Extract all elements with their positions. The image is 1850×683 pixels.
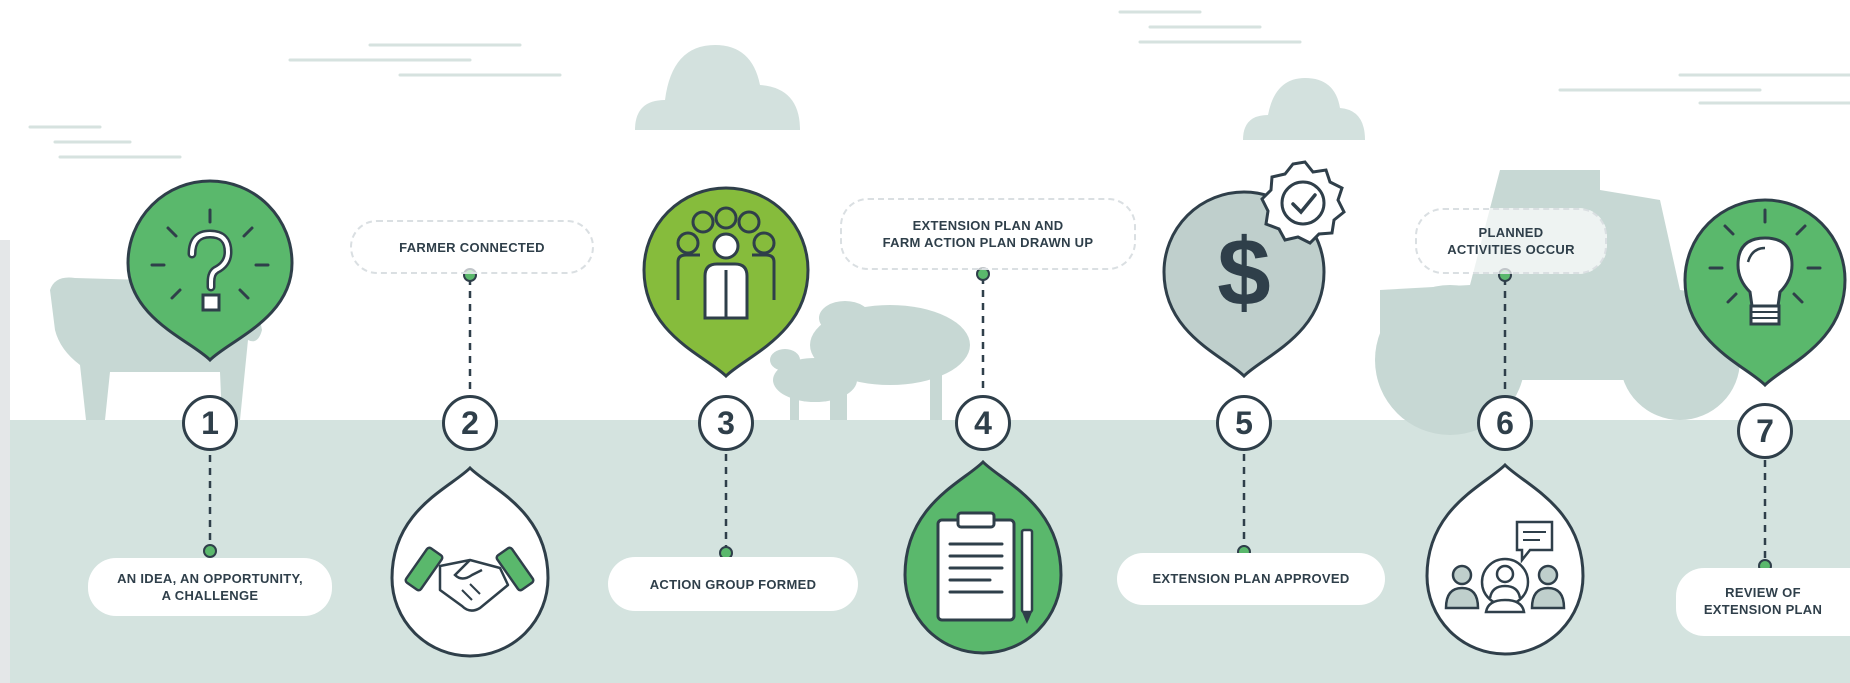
- group-people-icon: [676, 206, 776, 320]
- step-label-7-line-1: REVIEW OF: [1725, 585, 1801, 600]
- pin-3: [642, 186, 810, 379]
- step-label-5-line-1: EXTENSION PLAN APPROVED: [1152, 571, 1350, 586]
- wind-lines: [28, 10, 1850, 159]
- step-number-6: 6: [1477, 395, 1533, 451]
- handshake-icon: [404, 546, 535, 612]
- pin-7: [1683, 198, 1847, 388]
- step-label-1: AN IDEA, AN OPPORTUNITY, A CHALLENGE: [88, 558, 332, 616]
- step-label-1-line-2: A CHALLENGE: [161, 588, 259, 603]
- step-label-4-line-2: FARM ACTION PLAN DRAWN UP: [882, 235, 1094, 250]
- step-label-6-line-1: PLANNED: [1478, 225, 1544, 240]
- step-label-3: ACTION GROUP FORMED: [608, 557, 858, 611]
- dollar-icon: $: [1217, 219, 1270, 326]
- step-label-7: REVIEW OF EXTENSION PLAN: [1676, 568, 1850, 636]
- farm-silhouettes: [50, 170, 1740, 435]
- step-number-2: 2: [442, 395, 498, 451]
- step-label-6: PLANNED ACTIVITIES OCCUR: [1415, 208, 1607, 274]
- clouds: [635, 45, 1365, 140]
- step-label-6-line-2: ACTIVITIES OCCUR: [1447, 242, 1575, 257]
- step-label-4: EXTENSION PLAN AND FARM ACTION PLAN DRAW…: [840, 198, 1136, 270]
- step-label-7-line-2: EXTENSION PLAN: [1703, 602, 1823, 617]
- step-label-2: FARMER CONNECTED: [350, 220, 594, 274]
- step-label-3-line-1: ACTION GROUP FORMED: [649, 577, 817, 592]
- step-number-1: 1: [182, 395, 238, 451]
- check-seal-icon: [1260, 160, 1346, 245]
- step-label-5: EXTENSION PLAN APPROVED: [1117, 553, 1385, 605]
- step-label-4-line-1: EXTENSION PLAN AND: [912, 218, 1064, 233]
- step-label-2-line-1: FARMER CONNECTED: [399, 240, 545, 255]
- question-mark-icon: [187, 229, 233, 312]
- pin-4: [903, 459, 1063, 655]
- pin-5: $: [1162, 160, 1346, 379]
- meeting-icon: [1444, 520, 1566, 614]
- pin-6: [1425, 462, 1585, 656]
- pin-1: [126, 179, 294, 363]
- step-number-4: 4: [955, 395, 1011, 451]
- step-number-3: 3: [698, 395, 754, 451]
- left-edge-strip: [0, 240, 10, 683]
- step-label-1-line-1: AN IDEA, AN OPPORTUNITY,: [117, 571, 303, 586]
- step-number-5: 5: [1216, 395, 1272, 451]
- step-number-7: 7: [1737, 403, 1793, 459]
- pin-2: [390, 465, 550, 658]
- clipboard-icon: [936, 511, 1034, 624]
- lightbulb-icon: [1736, 236, 1794, 326]
